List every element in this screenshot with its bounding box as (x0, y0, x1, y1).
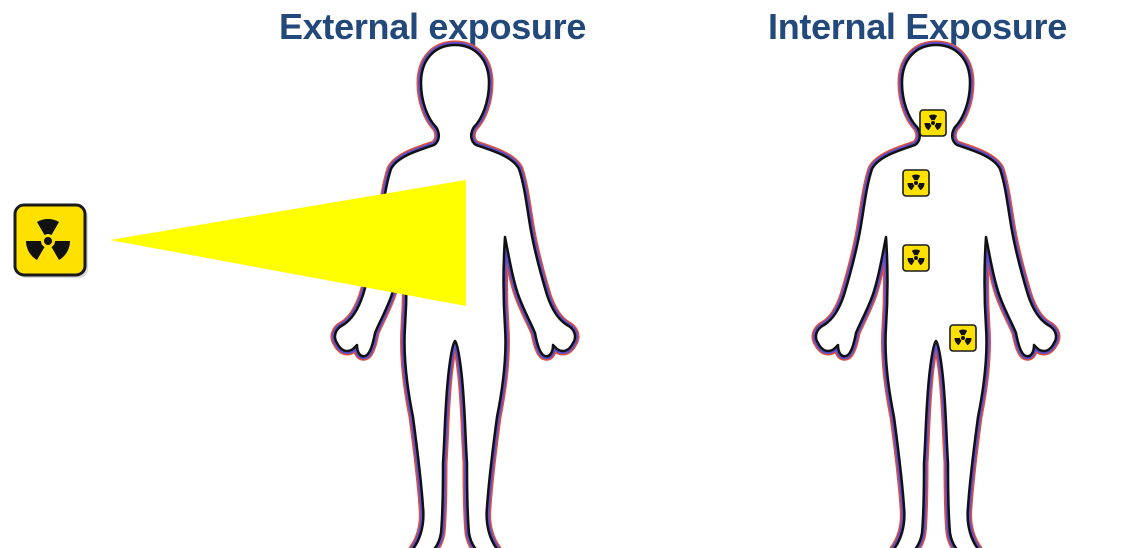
radiation-source-icon (15, 205, 88, 278)
radiation-badge-icon-abdomen (903, 245, 929, 271)
radiation-badge-icon-chest (903, 170, 929, 196)
radiation-badge-icon-thigh (950, 325, 976, 351)
radiation-badge-icon-neck (920, 110, 946, 136)
radiation-beam (110, 180, 466, 306)
